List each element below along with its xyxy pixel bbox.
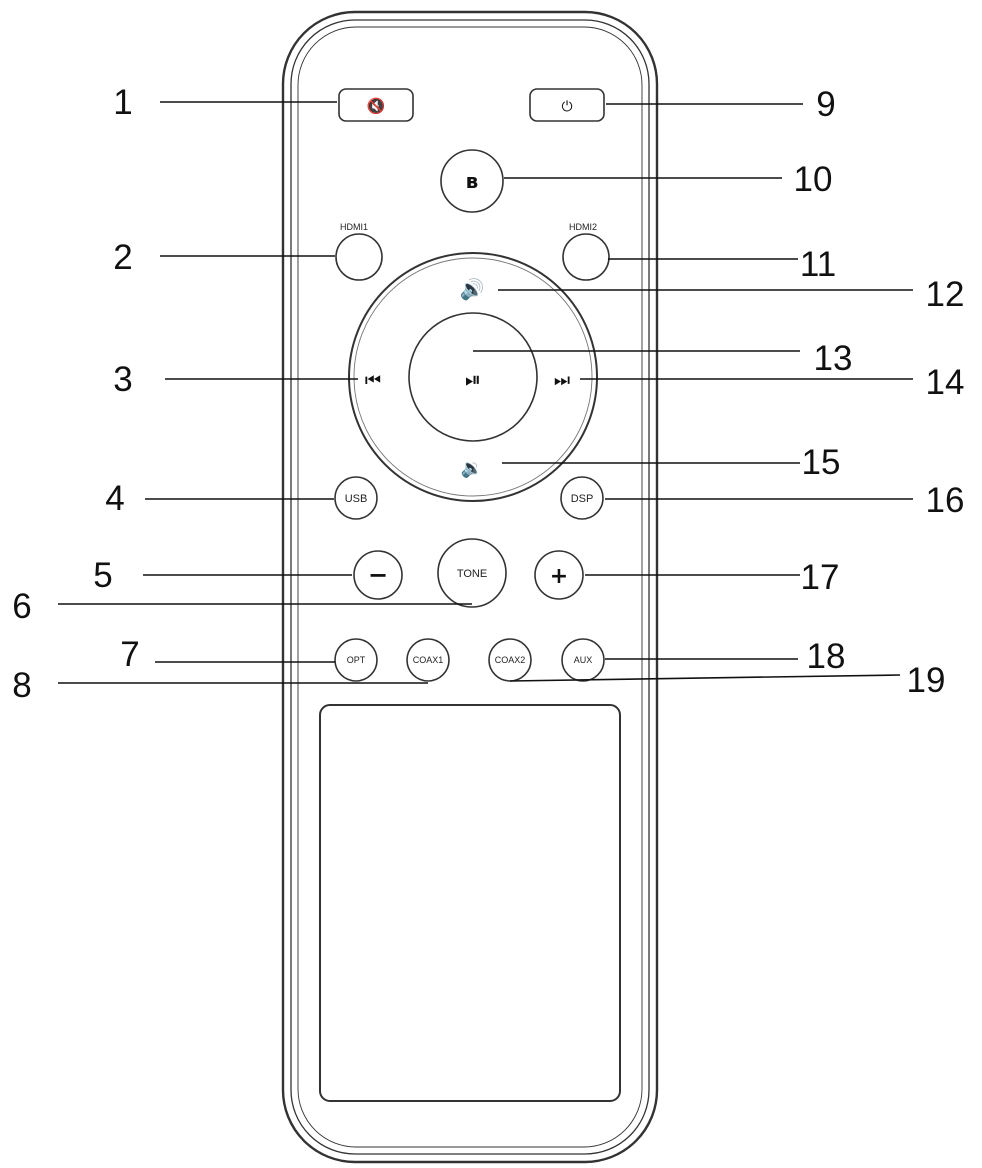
coax1-button[interactable]: COAX1 [406, 638, 450, 682]
hdmi1-button[interactable]: HDMI1 [335, 222, 383, 281]
aux-label: AUX [574, 655, 593, 665]
tone-button[interactable]: TONE [437, 538, 507, 608]
callout-2: 2 [113, 238, 132, 277]
coax2-button[interactable]: COAX2 [488, 638, 532, 682]
callout-12: 12 [926, 275, 965, 314]
callout-4: 4 [105, 479, 124, 518]
callout-5: 5 [93, 556, 112, 595]
callout-18: 18 [807, 637, 846, 676]
callout-numbers: 1 2 3 4 5 6 7 8 9 10 11 12 13 14 15 16 1… [12, 83, 964, 705]
aux-button[interactable]: AUX [561, 638, 605, 682]
opt-button[interactable]: OPT [334, 638, 378, 682]
mute-icon: 🔇 [367, 97, 386, 115]
callout-7: 7 [120, 635, 139, 674]
callout-17: 17 [801, 558, 840, 597]
coax2-label: COAX2 [495, 655, 526, 665]
bluetooth-icon: ʙ [466, 169, 479, 193]
callout-10: 10 [794, 160, 833, 199]
power-icon: ⏻ [561, 99, 572, 115]
play-pause-button[interactable]: ⏯ [408, 312, 538, 442]
callout-13: 13 [814, 339, 853, 378]
callout-14: 14 [926, 363, 965, 402]
callout-1: 1 [113, 83, 132, 122]
callout-6: 6 [12, 587, 31, 626]
previous-track-icon[interactable]: ⏮ [365, 370, 381, 391]
opt-label: OPT [347, 655, 366, 665]
dsp-label: DSP [571, 493, 594, 505]
bluetooth-button[interactable]: ʙ [440, 149, 504, 213]
callout-9: 9 [816, 85, 835, 124]
remote-body [281, 10, 659, 1164]
callout-16: 16 [926, 481, 965, 520]
volume-up-icon[interactable]: 🔊 [460, 277, 485, 301]
callout-8: 8 [12, 666, 31, 705]
dsp-button[interactable]: DSP [560, 476, 604, 520]
hdmi1-caption: HDMI1 [340, 222, 368, 232]
coax1-label: COAX1 [413, 655, 444, 665]
minus-button[interactable]: − [353, 550, 403, 600]
next-track-icon[interactable]: ⏭ [554, 370, 570, 391]
callout-11: 11 [800, 245, 836, 284]
callout-19: 19 [907, 661, 946, 700]
minus-label: − [368, 561, 388, 589]
hdmi2-caption: HDMI2 [569, 222, 597, 232]
plus-button[interactable]: + [534, 550, 584, 600]
plus-label: + [550, 564, 568, 589]
power-button[interactable]: ⏻ [529, 88, 605, 122]
volume-down-icon[interactable]: 🔉 [461, 458, 483, 479]
leader-lines [58, 101, 913, 684]
tone-label: TONE [457, 568, 487, 580]
bottom-panel [319, 704, 621, 1102]
callout-3: 3 [113, 360, 132, 399]
mute-button[interactable]: 🔇 [338, 88, 414, 122]
leader-line-19 [509, 674, 901, 682]
usb-button[interactable]: USB [334, 476, 378, 520]
callout-15: 15 [802, 443, 841, 482]
usb-label: USB [345, 493, 368, 505]
hdmi2-button[interactable]: HDMI2 [562, 222, 610, 281]
play-pause-icon: ⏯ [465, 367, 481, 391]
